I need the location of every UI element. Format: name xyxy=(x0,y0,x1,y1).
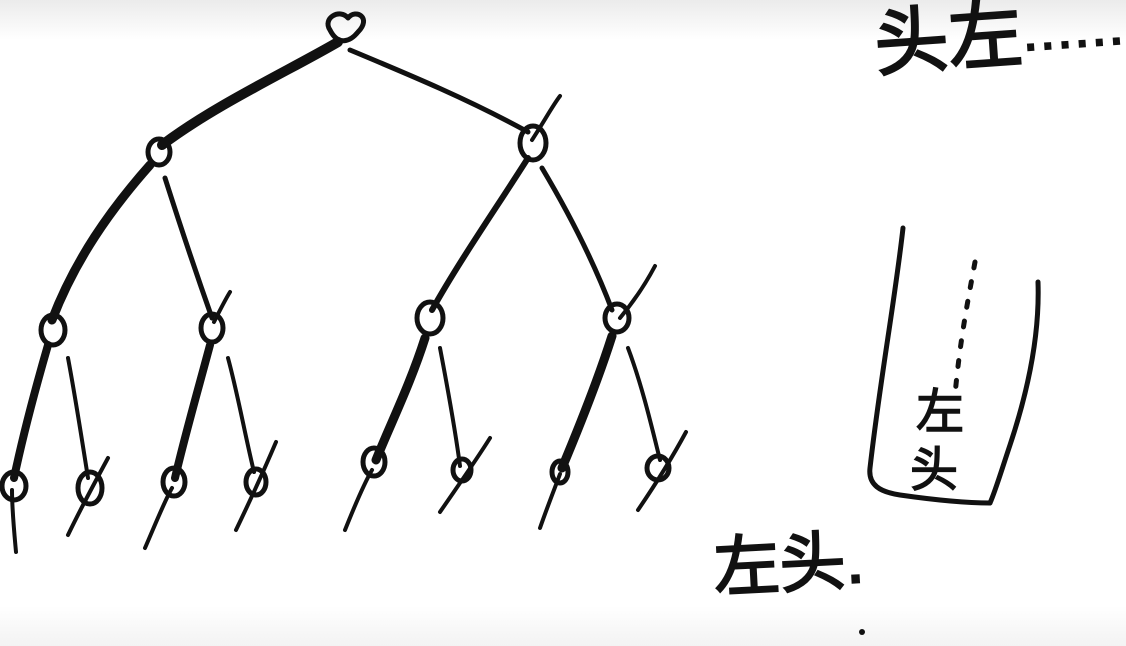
edge-ll-2 xyxy=(66,356,90,480)
edge-rr-2 xyxy=(626,346,662,462)
tree-leaf-5 xyxy=(360,445,388,479)
stack-left-wall xyxy=(867,225,993,506)
tree-leaf-2 xyxy=(75,469,105,507)
tree-node-ll xyxy=(38,312,68,348)
tree-node-rr xyxy=(602,301,632,335)
edge-rl-2-tail xyxy=(438,436,492,514)
edge-ll-1-tail xyxy=(10,488,18,554)
edge-rr-1 xyxy=(557,331,617,473)
note-head-left-text: 头左 xyxy=(871,0,1026,88)
stack-dotted-line xyxy=(952,259,978,398)
edge-root-right xyxy=(347,47,531,135)
tree-node-rl xyxy=(414,299,446,337)
edge-root-left xyxy=(157,37,343,150)
stack-item-bottom: 头 xyxy=(910,442,959,498)
edge-lr-1-tail xyxy=(143,486,174,550)
edge-r-rl xyxy=(429,155,531,313)
edge-l-lr xyxy=(162,175,215,321)
edge-rr-tail xyxy=(618,264,657,320)
note-left-head: 左头. xyxy=(712,523,866,607)
note-left-head-period: . xyxy=(844,539,866,596)
tree-node-l xyxy=(145,136,173,168)
tree-leaf-3 xyxy=(160,465,188,499)
tree-leaf-6 xyxy=(450,456,474,484)
tree-edges xyxy=(10,37,688,554)
stack-container xyxy=(867,225,1041,506)
tree-node-root xyxy=(325,11,366,44)
edge-lr-tail xyxy=(212,290,232,324)
note-left-head-text: 左头 xyxy=(711,523,848,607)
edge-right-tail xyxy=(530,94,562,142)
tree-leaf-7 xyxy=(549,458,571,486)
edge-rr-2-tail xyxy=(636,430,688,512)
note-head-left-ellipsis: ...... xyxy=(1020,8,1126,62)
tree-node-lr xyxy=(198,311,226,345)
edge-l-ll xyxy=(47,160,155,325)
tree-node-r xyxy=(517,123,549,163)
edge-lr-2 xyxy=(226,356,256,474)
edge-rl-1 xyxy=(371,333,430,465)
stack-right-wall xyxy=(987,279,1041,506)
edge-rl-1-tail xyxy=(343,468,374,532)
stray-dot xyxy=(859,629,865,635)
edge-rr-1-tail xyxy=(538,472,562,530)
tree-leaf-4 xyxy=(243,466,269,498)
edge-lr-2-tail xyxy=(234,440,278,532)
tree-leaf-1 xyxy=(0,469,29,503)
stack-item-top: 左 xyxy=(916,384,965,440)
edge-lr-1 xyxy=(171,341,214,482)
edge-rl-2 xyxy=(438,346,462,468)
edge-ll-2-tail xyxy=(66,456,110,537)
tree-leaf-8 xyxy=(644,453,672,483)
edge-ll-1 xyxy=(10,341,52,482)
tree-nodes xyxy=(0,11,672,507)
edge-r-rr xyxy=(539,165,615,313)
